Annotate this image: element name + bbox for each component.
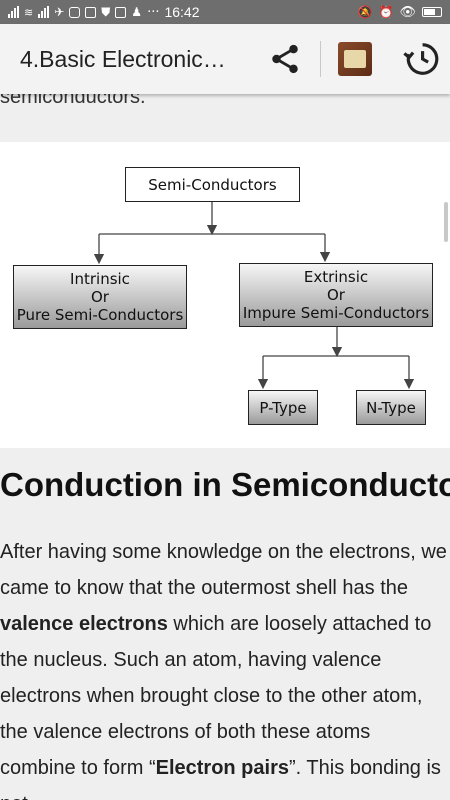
signal-icon: [8, 6, 19, 18]
app-bar: 4.Basic Electronic…: [0, 24, 450, 94]
p-type-label: P-Type: [259, 398, 307, 417]
extrinsic-label: Extrinsic: [303, 268, 369, 286]
shield-icon: ⛊: [101, 4, 111, 19]
more-icon: ···: [147, 4, 160, 20]
battery-icon: [422, 7, 442, 17]
root-label: Semi-Conductors: [148, 175, 277, 194]
status-bar: ≋ ✈ ⛊ ♟ ··· 16:42 🔕 ⏰ 👁: [0, 0, 450, 24]
para-text-1: After having some knowledge on the elect…: [0, 541, 447, 599]
signal-icon: [38, 6, 50, 18]
para-text-2: which are loosely attached to the nucleu…: [0, 613, 432, 779]
extrinsic-or: Or: [327, 286, 345, 304]
root-box: Semi-Conductors: [125, 167, 300, 202]
mute-icon: 🔕: [357, 5, 373, 19]
para-bold-1: valence electrons: [0, 613, 168, 635]
eye-icon: 👁: [399, 4, 416, 20]
book-icon: [338, 42, 373, 76]
history-button[interactable]: [392, 31, 450, 87]
n-type-box: N-Type: [356, 390, 426, 425]
p-type-box: P-Type: [248, 390, 318, 425]
mail-icon: [115, 6, 127, 18]
alarm-icon: ⏰: [378, 5, 394, 19]
status-time: 16:42: [164, 4, 200, 20]
share-icon: [271, 44, 298, 74]
history-icon: [403, 43, 439, 75]
bird-icon: ✈: [54, 5, 65, 19]
previous-text: semiconductors.: [0, 94, 146, 108]
mail-icon: [85, 6, 97, 18]
intrinsic-pure: Pure Semi-Conductors: [16, 306, 184, 324]
extrinsic-box: Extrinsic Or Impure Semi-Conductors: [239, 263, 433, 327]
section-heading: Conduction in Semiconductors: [0, 466, 450, 503]
intrinsic-box: Intrinsic Or Pure Semi-Conductors: [13, 265, 187, 329]
extrinsic-impure: Impure Semi-Conductors: [242, 304, 430, 322]
intrinsic-label: Intrinsic: [70, 270, 130, 288]
scrollbar[interactable]: [444, 202, 448, 242]
n-type-label: N-Type: [366, 398, 416, 417]
semiconductor-diagram: Semi-Conductors Intrinsic Or Pure Semi-C…: [0, 142, 450, 448]
para-bold-2: Electron pairs: [155, 757, 289, 779]
page-title: 4.Basic Electronic…: [20, 45, 226, 72]
body-paragraph: After having some knowledge on the elect…: [0, 534, 450, 800]
person-icon: ♟: [131, 5, 143, 19]
para-text-3: ”. This bonding is not: [0, 757, 441, 800]
diagram-connectors: [93, 202, 415, 390]
article-content[interactable]: semiconductors. Semi-Conductors Intrinsi…: [0, 94, 450, 800]
intrinsic-or: Or: [91, 288, 109, 306]
wifi-icon: ≋: [24, 5, 34, 19]
instagram-icon: [69, 6, 81, 18]
toolbar-divider: [319, 41, 321, 77]
book-button[interactable]: [326, 31, 384, 87]
share-button[interactable]: [256, 31, 314, 87]
